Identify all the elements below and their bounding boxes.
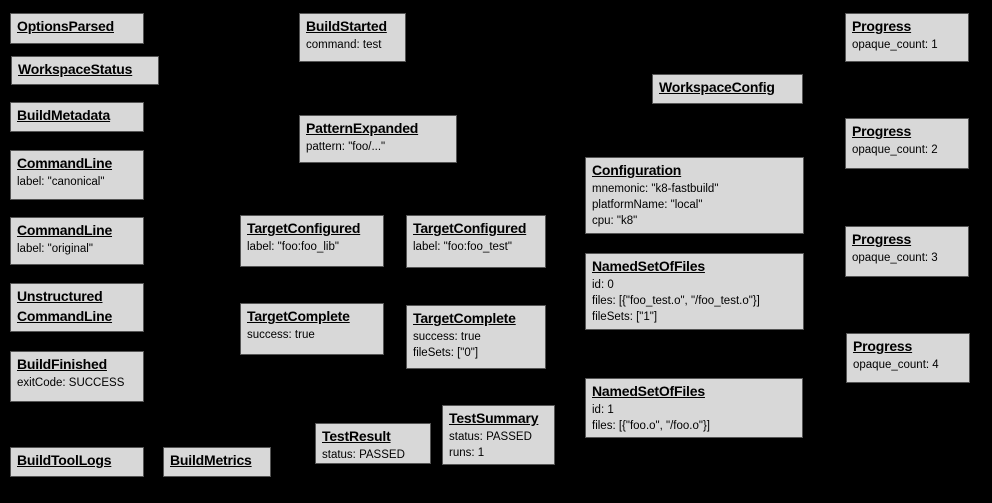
node-title: TargetComplete (413, 310, 516, 326)
node-field: pattern: "foo/..." (306, 140, 386, 153)
event-node-testresult-15: TestResult status: PASSED (315, 423, 431, 464)
node-title: BuildToolLogs (17, 452, 112, 468)
event-node-buildstarted-9: BuildStarted command: test (299, 13, 406, 62)
node-field: id: 1 (592, 403, 614, 416)
node-field: platformName: "local" (592, 198, 703, 211)
node-field: label: "foo:foo_test" (413, 240, 512, 253)
node-fields: id: 1 files: [{"foo.o", "/foo.o"}] (592, 402, 796, 435)
node-field: label: "original" (17, 242, 93, 255)
node-field: cpu: "k8" (592, 215, 638, 228)
node-title: BuildFinished (17, 356, 107, 372)
node-fields: status: PASSED runs: 1 (449, 429, 548, 462)
node-title: CommandLine (17, 155, 113, 171)
node-fields: label: "canonical" (17, 174, 137, 190)
event-node-optionsparsed-0: OptionsParsed (10, 13, 144, 44)
node-title: TargetConfigured (413, 220, 527, 236)
event-node-targetconfigured-12: TargetConfigured label: "foo:foo_test" (406, 215, 546, 268)
node-title: CommandLine (17, 222, 113, 238)
node-title: TargetComplete (247, 308, 350, 324)
event-node-targetcomplete-13: TargetComplete success: true (240, 303, 384, 355)
node-fields: id: 0 files: [{"foo_test.o", "/foo_test.o… (592, 277, 797, 326)
node-title: NamedSetOfFiles (592, 258, 705, 274)
node-field: command: test (306, 38, 382, 51)
node-field: runs: 1 (449, 446, 485, 459)
node-fields: success: true fileSets: ["0"] (413, 329, 539, 362)
node-field: files: [{"foo.o", "/foo.o"}] (592, 419, 710, 432)
node-title: Progress (852, 18, 912, 34)
node-field: label: "foo:foo_lib" (247, 240, 339, 253)
node-title: WorkspaceStatus (18, 61, 133, 77)
event-node-buildmetadata-2: BuildMetadata (10, 102, 144, 132)
node-fields: opaque_count: 1 (852, 37, 962, 53)
event-node-unstructured-commandline-5: Unstructured CommandLine (10, 283, 144, 332)
node-fields: opaque_count: 2 (852, 142, 962, 158)
node-title: TestSummary (449, 410, 539, 426)
node-field: status: PASSED (322, 448, 405, 461)
node-title: Progress (852, 231, 912, 247)
event-node-buildtoollogs-7: BuildToolLogs (10, 447, 144, 477)
node-title: WorkspaceConfig (659, 79, 775, 95)
node-fields: opaque_count: 4 (853, 357, 963, 373)
node-field: status: PASSED (449, 430, 532, 443)
event-node-testsummary-16: TestSummary status: PASSED runs: 1 (442, 405, 555, 465)
node-fields: command: test (306, 37, 399, 53)
event-node-progress-23: Progress opaque_count: 3 (845, 226, 969, 277)
node-title: Configuration (592, 162, 682, 178)
node-title: TestResult (322, 428, 391, 444)
node-field: label: "canonical" (17, 175, 105, 188)
node-title: Unstructured CommandLine (17, 288, 113, 324)
node-field: success: true (413, 330, 481, 343)
node-field: fileSets: ["1"] (592, 311, 658, 324)
node-fields: status: PASSED (322, 447, 424, 463)
event-node-workspacestatus-1: WorkspaceStatus (11, 56, 159, 85)
node-field: mnemonic: "k8-fastbuild" (592, 182, 719, 195)
node-field: exitCode: SUCCESS (17, 376, 125, 389)
event-node-commandline-4: CommandLine label: "original" (10, 217, 144, 265)
node-fields: label: "foo:foo_lib" (247, 239, 377, 255)
node-fields: label: "foo:foo_test" (413, 239, 539, 255)
node-field: opaque_count: 1 (852, 38, 938, 51)
node-title: NamedSetOfFiles (592, 383, 705, 399)
event-node-buildfinished-6: BuildFinished exitCode: SUCCESS (10, 351, 144, 402)
event-node-namedsetoffiles-19: NamedSetOfFiles id: 0 files: [{"foo_test.… (585, 253, 804, 330)
node-field: success: true (247, 328, 315, 341)
node-field: opaque_count: 4 (853, 358, 939, 371)
event-node-patternexpanded-10: PatternExpanded pattern: "foo/..." (299, 115, 457, 163)
node-title: TargetConfigured (247, 220, 361, 236)
node-field: opaque_count: 3 (852, 251, 938, 264)
event-node-workspaceconfig-17: WorkspaceConfig (652, 74, 803, 104)
node-fields: opaque_count: 3 (852, 250, 962, 266)
event-node-progress-24: Progress opaque_count: 4 (846, 333, 970, 383)
node-field: opaque_count: 2 (852, 143, 938, 156)
node-title: Progress (852, 123, 912, 139)
node-title: BuildMetrics (170, 452, 252, 468)
node-fields: exitCode: SUCCESS (17, 375, 137, 391)
node-title: OptionsParsed (17, 18, 114, 34)
node-fields: success: true (247, 327, 377, 343)
event-node-progress-22: Progress opaque_count: 2 (845, 118, 969, 169)
event-node-configuration-18: Configuration mnemonic: "k8-fastbuild" pl… (585, 157, 804, 234)
node-title: Progress (853, 338, 913, 354)
node-fields: label: "original" (17, 241, 137, 257)
node-title: PatternExpanded (306, 120, 419, 136)
node-fields: mnemonic: "k8-fastbuild" platformName: "l… (592, 181, 797, 230)
event-node-namedsetoffiles-20: NamedSetOfFiles id: 1 files: [{"foo.o", "… (585, 378, 803, 438)
event-node-targetcomplete-14: TargetComplete success: true fileSets: ["… (406, 305, 546, 369)
node-title: BuildStarted (306, 18, 387, 34)
node-title: BuildMetadata (17, 107, 111, 123)
node-field: id: 0 (592, 278, 614, 291)
event-node-progress-21: Progress opaque_count: 1 (845, 13, 969, 62)
event-node-targetconfigured-11: TargetConfigured label: "foo:foo_lib" (240, 215, 384, 267)
event-node-commandline-3: CommandLine label: "canonical" (10, 150, 144, 200)
node-fields: pattern: "foo/..." (306, 139, 450, 155)
node-field: files: [{"foo_test.o", "/foo_test.o"}] (592, 294, 760, 307)
event-node-buildmetrics-8: BuildMetrics (163, 447, 271, 477)
node-field: fileSets: ["0"] (413, 346, 479, 359)
